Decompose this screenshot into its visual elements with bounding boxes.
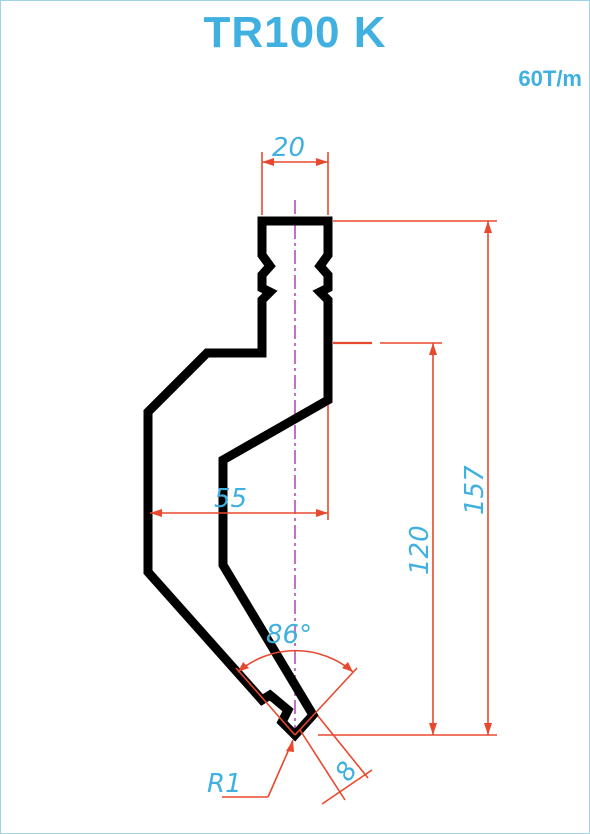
dim-tip-angle: 86° [266,620,312,650]
tool-title: TR100 K [203,8,387,57]
dimension-arrowheads [150,158,492,752]
tonnage-label: 60T/m [518,66,582,91]
dim-top-width: 20 [272,133,305,163]
dim-tip-radius: R1 [207,769,242,799]
dim-tip-width: 8 [330,757,364,787]
dim-offset: 55 [214,484,247,514]
punch-profile [143,216,333,742]
dim-working-height: 120 [405,525,435,575]
dim-total-height: 157 [460,465,490,515]
